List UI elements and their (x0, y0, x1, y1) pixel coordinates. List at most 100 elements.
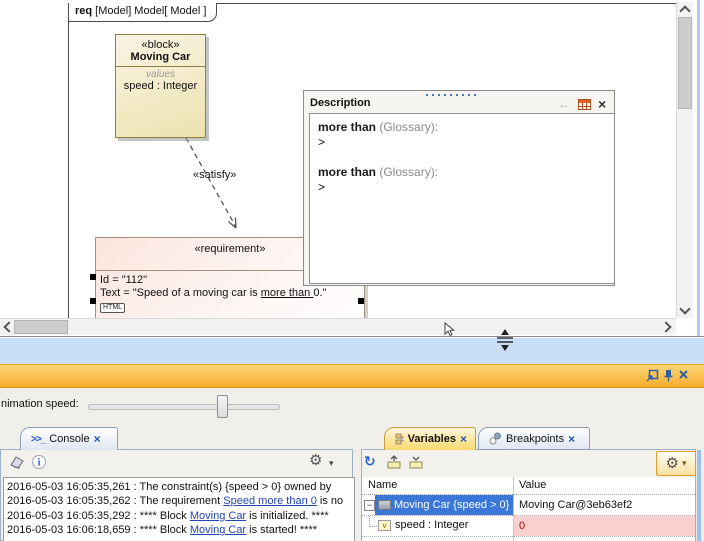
log-text: 2016-05-03 16:05:35,292 : **** Block (7, 509, 190, 522)
chevron-up-icon (679, 4, 691, 17)
log-link[interactable]: Speed more than 0 (223, 495, 317, 508)
chevron-left-icon (2, 321, 15, 333)
expand-all-icon[interactable] (386, 455, 402, 470)
console-panel: i ⚙ ▾ 2016-05-03 16:05:35,261 : The cons… (0, 449, 355, 541)
animation-speed-slider-track[interactable] (88, 404, 280, 410)
pin-icon[interactable] (663, 369, 674, 382)
window-right-border (697, 0, 700, 337)
diagram-frame-header[interactable]: req [Model] Model[ Model ] (68, 3, 218, 22)
table-header-row: Name Value (362, 477, 695, 495)
column-header-value[interactable]: Value (519, 479, 547, 491)
value-property-icon: v (378, 520, 391, 531)
table-row[interactable]: − Moving Car {speed > 0} Moving Car@3eb6… (362, 495, 695, 516)
variable-name: Moving Car {speed > 0} (394, 499, 510, 511)
refresh-icon[interactable]: ↻ (364, 453, 376, 469)
log-link[interactable]: Moving Car (189, 509, 247, 522)
description-popup[interactable]: Description ← × more than (Glossary): > … (303, 90, 615, 286)
variables-options-dropdown-icon: ▾ (681, 458, 687, 468)
resize-cursor (497, 329, 513, 351)
log-line: 2016-05-03 16:05:35,261 : The constraint… (7, 480, 354, 494)
glossary-source: (Glossary): (376, 120, 439, 134)
animation-speed-slider-thumb[interactable] (217, 395, 228, 418)
column-divider[interactable] (513, 477, 514, 541)
variable-value[interactable]: Moving Car@3eb63ef2 (519, 499, 633, 511)
requirement-text-line: Text = "Speed of a moving car is more th… (100, 287, 360, 300)
block-moving-car[interactable]: «block» Moving Car values speed : Intege… (115, 34, 206, 138)
html-mode-badge: HTML (100, 303, 126, 313)
log-link[interactable]: Moving Car (189, 524, 247, 537)
close-tab-icon[interactable]: × (459, 432, 467, 446)
back-arrow-icon[interactable]: ← (558, 97, 570, 111)
variable-value[interactable]: 0 (514, 516, 695, 536)
diagram-canvas[interactable]: req [Model] Model[ Model ] «satisfy» «bl… (0, 0, 676, 337)
scroll-up-button[interactable] (677, 2, 693, 17)
selection-handle[interactable] (90, 298, 96, 304)
clear-console-icon[interactable] (7, 456, 24, 469)
tree-connector-line (369, 516, 379, 527)
block-stereotype: «block» (141, 39, 180, 51)
diagram-kind-label: req (75, 5, 93, 17)
tree-collapse-toggle[interactable]: − (364, 500, 375, 511)
panel-title-bar[interactable] (0, 364, 704, 388)
scroll-left-button[interactable] (0, 319, 15, 335)
values-compartment-label: values (146, 69, 175, 80)
block-name: Moving Car (130, 51, 191, 63)
log-line: 2016-05-03 16:05:35,292 : **** Block Mov… (7, 509, 354, 523)
selected-row-highlight: Moving Car {speed > 0} (375, 495, 513, 515)
console-log[interactable]: 2016-05-03 16:05:35,261 : The constraint… (3, 477, 355, 541)
horizontal-scrollbar[interactable] (0, 318, 676, 335)
vertical-scrollbar[interactable] (676, 2, 693, 318)
requirement-stereotype: «requirement» (96, 238, 364, 271)
glossary-term: more than (318, 120, 377, 134)
collapse-all-icon[interactable] (408, 455, 424, 470)
scroll-right-button[interactable] (659, 319, 675, 335)
horizontal-splitter[interactable] (0, 338, 704, 364)
tab-breakpoints[interactable]: Breakpoints × (478, 427, 590, 450)
close-panel-icon[interactable] (678, 369, 689, 380)
float-window-icon[interactable] (646, 369, 659, 382)
variables-options-button[interactable]: ⚙ ▾ (656, 451, 696, 476)
vertical-scrollbar-thumb[interactable] (678, 17, 692, 109)
info-icon[interactable]: i (31, 454, 47, 470)
animation-speed-label: nimation speed: (1, 398, 79, 410)
block-value-property[interactable]: speed : Integer (123, 80, 198, 92)
tab-variables[interactable]: Variables × (384, 427, 476, 450)
tab-console[interactable]: >>_ Console × (20, 427, 118, 450)
close-popup-icon[interactable]: × (598, 96, 607, 112)
scroll-down-button[interactable] (677, 302, 693, 317)
close-tab-icon[interactable]: × (93, 432, 101, 446)
block-header: «block» Moving Car (116, 35, 205, 67)
variables-options-gear-icon: ⚙ (665, 454, 679, 472)
diagram-frame-left-border (68, 3, 69, 318)
panel-right-border (697, 450, 701, 541)
selection-handle[interactable] (358, 298, 364, 304)
console-options-dropdown-icon[interactable]: ▾ (329, 458, 334, 468)
simulation-panel: nimation speed: >>_ Console × Variables … (0, 364, 704, 541)
column-header-name[interactable]: Name (368, 479, 398, 491)
glossary-term-link[interactable]: more than (260, 287, 314, 299)
satisfy-arrow[interactable] (0, 0, 676, 318)
console-prompt-icon: >>_ (31, 433, 46, 445)
table-row[interactable]: v speed : Integer 0 (362, 516, 695, 537)
open-in-table-icon[interactable] (578, 99, 591, 110)
log-text: 2016-05-03 16:05:35,261 : The constraint… (7, 481, 332, 493)
description-content: more than (Glossary): > more than (Gloss… (309, 113, 615, 284)
variables-tree-icon (395, 433, 404, 445)
console-options-gear-icon[interactable]: ⚙ (309, 452, 323, 469)
close-tab-icon[interactable]: × (568, 431, 576, 446)
glossary-definition: > (318, 135, 326, 149)
drag-handle-dots-icon[interactable] (424, 93, 480, 98)
tab-variables-label: Variables (407, 433, 456, 445)
chevron-down-icon (679, 302, 691, 315)
log-line: 2016-05-03 16:05:35,262 : The requiremen… (7, 494, 354, 508)
glossary-source: (Glossary): (376, 165, 439, 179)
satisfy-label[interactable]: «satisfy» (193, 169, 237, 181)
selection-handle[interactable] (90, 274, 96, 280)
breakpoints-icon (489, 432, 501, 445)
variables-table[interactable]: Name Value − Moving Car {speed > 0} Movi… (362, 477, 695, 541)
mouse-cursor-arrow (444, 322, 456, 337)
log-text: 2016-05-03 16:05:35,262 : The requiremen… (7, 495, 224, 508)
svg-text:i: i (38, 458, 41, 469)
horizontal-scrollbar-thumb[interactable] (14, 320, 68, 334)
